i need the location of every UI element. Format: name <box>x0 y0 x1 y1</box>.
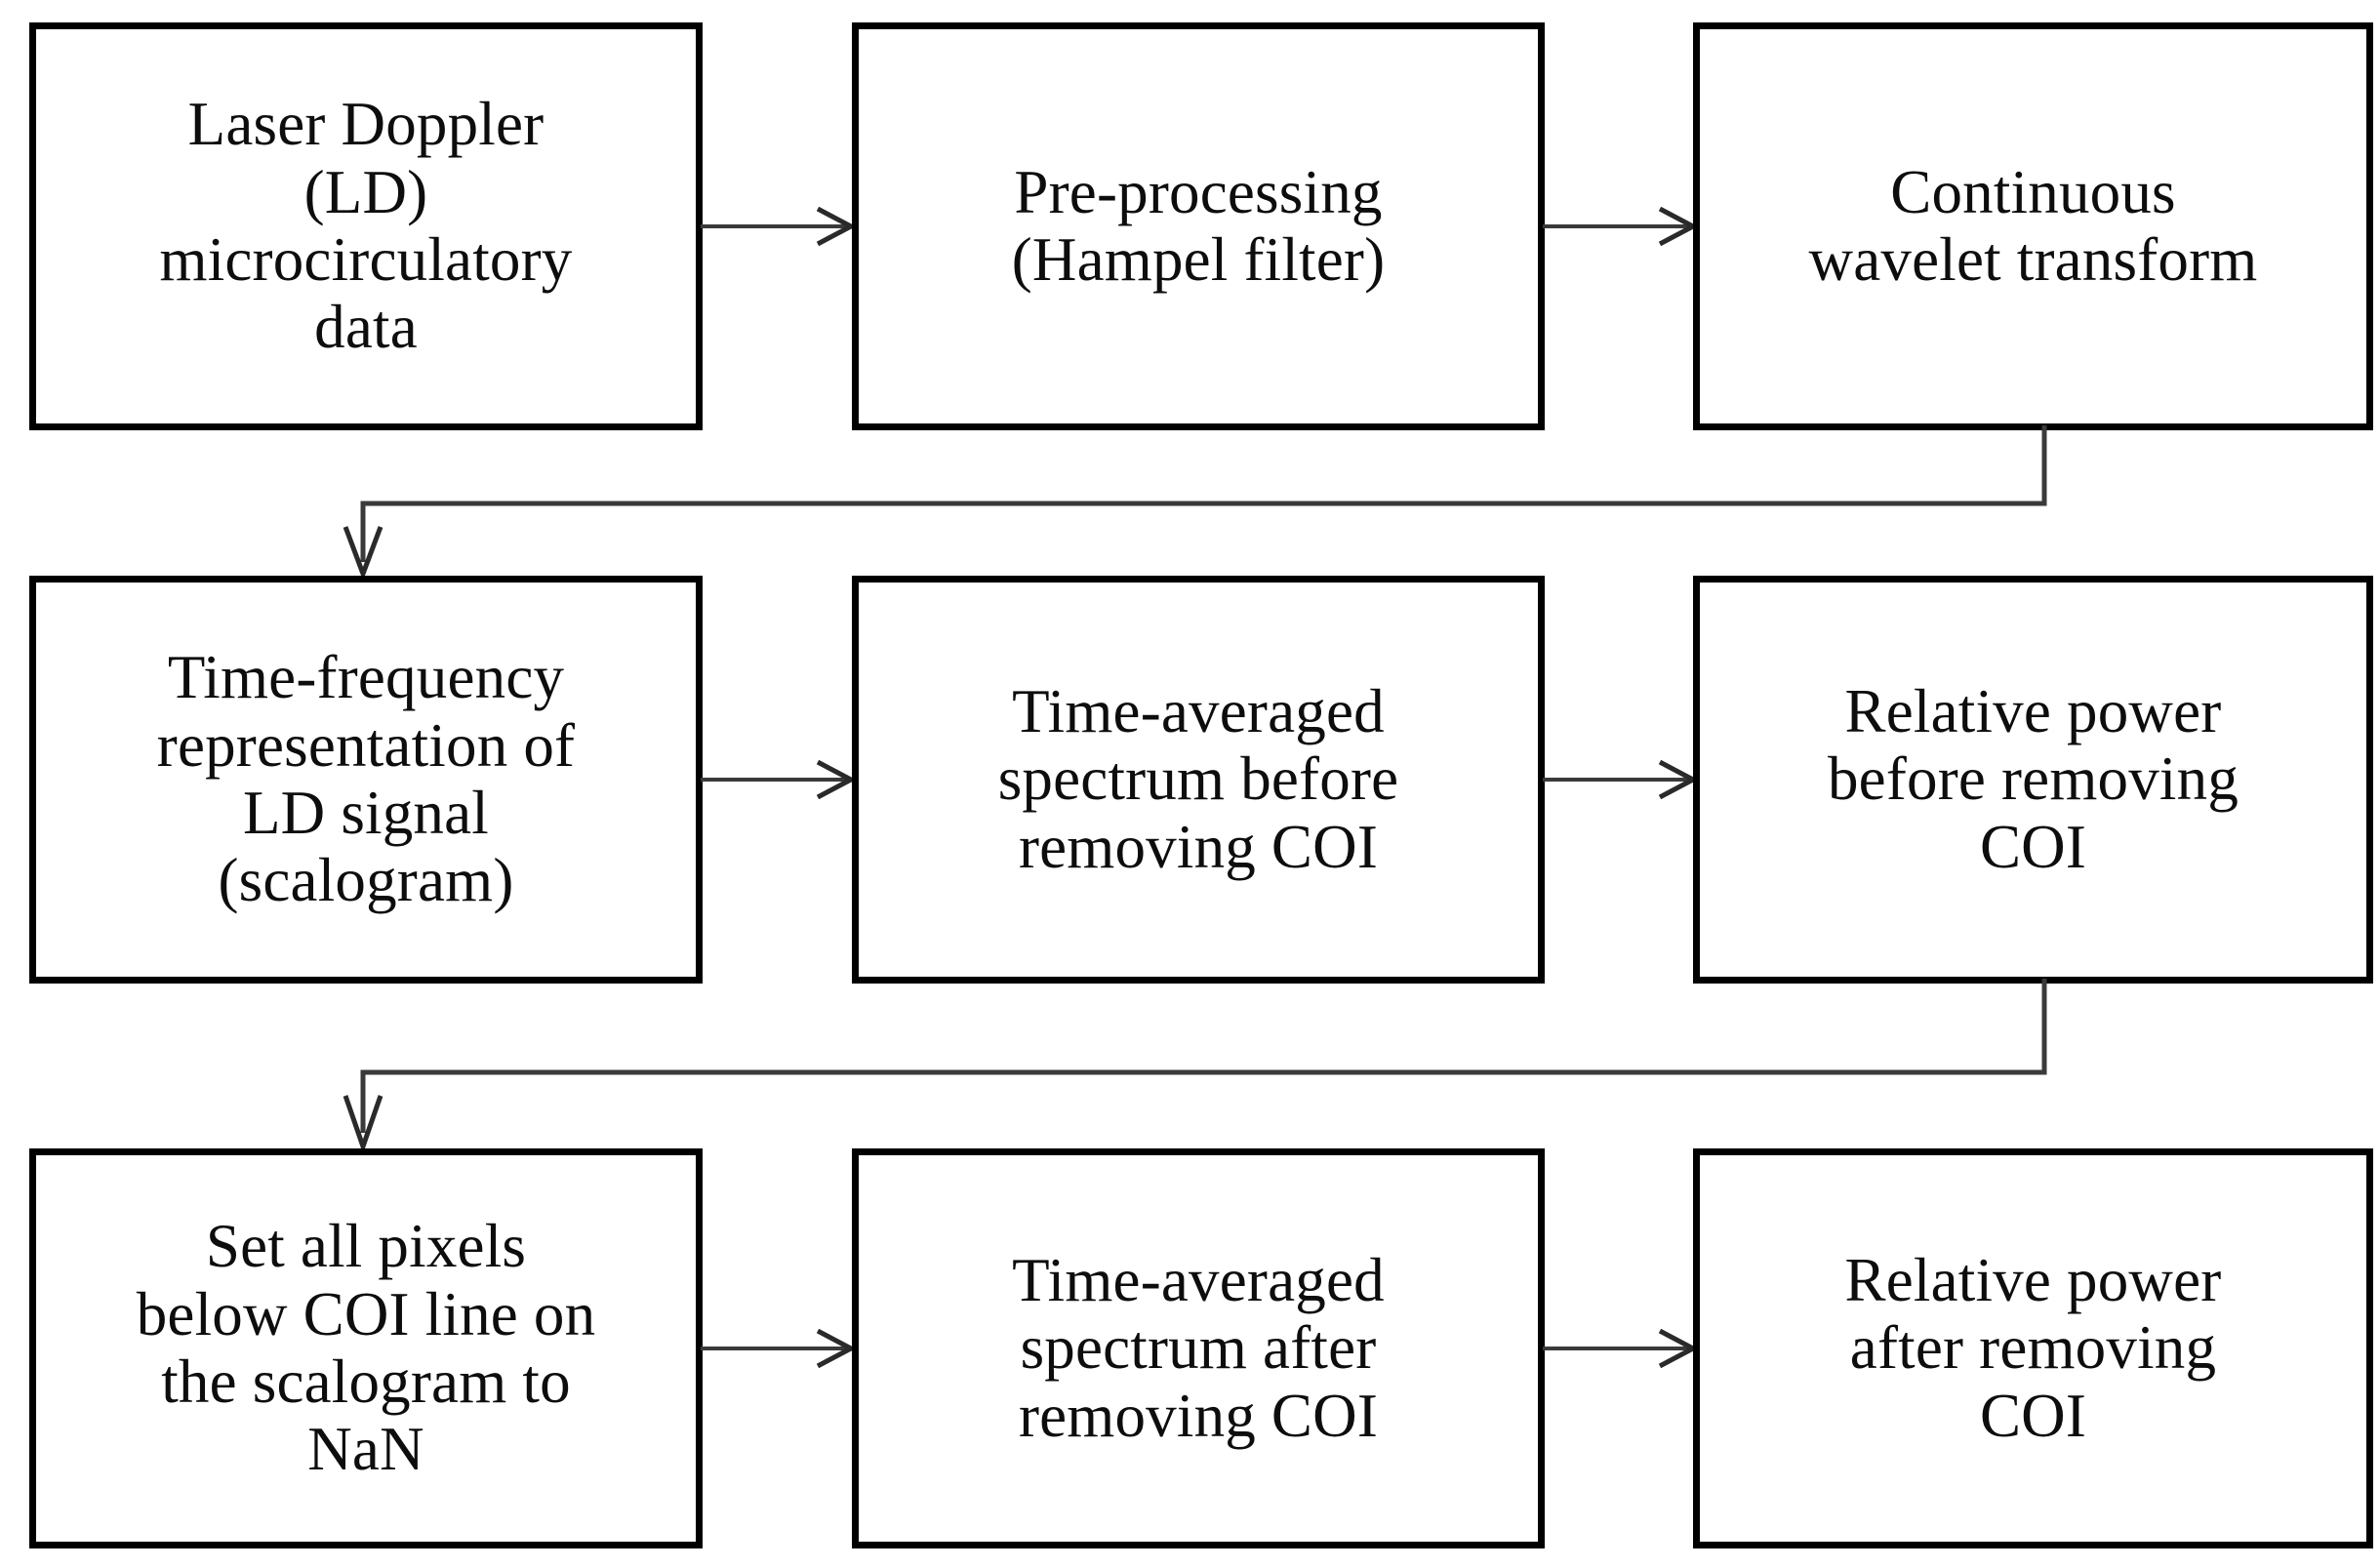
flow-node-cwt: Continuous wavelet transform <box>1693 22 2373 430</box>
flow-node-relative-power-before-coi: Relative power before removing COI <box>1693 576 2373 984</box>
arrow-set-nan-to-spectrum-after <box>701 1329 857 1368</box>
arrow-spectrum-after-to-power-after <box>1543 1329 1699 1368</box>
flow-node-label: Continuous wavelet transform <box>1808 157 2258 294</box>
flow-node-label: Time-frequency representation of LD sign… <box>156 643 576 915</box>
connector-power-before-to-set-nan <box>342 979 2069 1156</box>
flow-node-ld-data: Laser Doppler (LD) microcirculatory data <box>29 22 703 430</box>
arrow-scalogram-to-spectrum-before <box>701 760 857 799</box>
flow-node-preprocessing: Pre-processing (Hampel filter) <box>852 22 1545 430</box>
arrow-ld-data-to-preprocessing <box>701 207 857 246</box>
flow-node-scalogram: Time-frequency representation of LD sign… <box>29 576 703 984</box>
flow-node-relative-power-after-coi: Relative power after removing COI <box>1693 1148 2373 1548</box>
flow-node-spectrum-after-coi: Time-averaged spectrum after removing CO… <box>852 1148 1545 1548</box>
flow-node-label: Laser Doppler (LD) microcirculatory data <box>159 90 573 362</box>
flow-node-label: Time-averaged spectrum before removing C… <box>997 677 1399 881</box>
flow-node-set-pixels-nan: Set all pixels below COI line on the sca… <box>29 1148 703 1548</box>
flow-node-label: Relative power before removing COI <box>1827 677 2239 881</box>
flow-node-label: Pre-processing (Hampel filter) <box>1011 157 1386 294</box>
connector-cwt-to-scalogram <box>342 425 2069 583</box>
arrow-spectrum-before-to-power-before <box>1543 760 1699 799</box>
flow-node-label: Time-averaged spectrum after removing CO… <box>1012 1246 1385 1450</box>
flow-node-spectrum-before-coi: Time-averaged spectrum before removing C… <box>852 576 1545 984</box>
arrow-preprocessing-to-cwt <box>1543 207 1699 246</box>
flow-node-label: Set all pixels below COI line on the sca… <box>136 1212 596 1484</box>
flow-node-label: Relative power after removing COI <box>1844 1246 2222 1450</box>
